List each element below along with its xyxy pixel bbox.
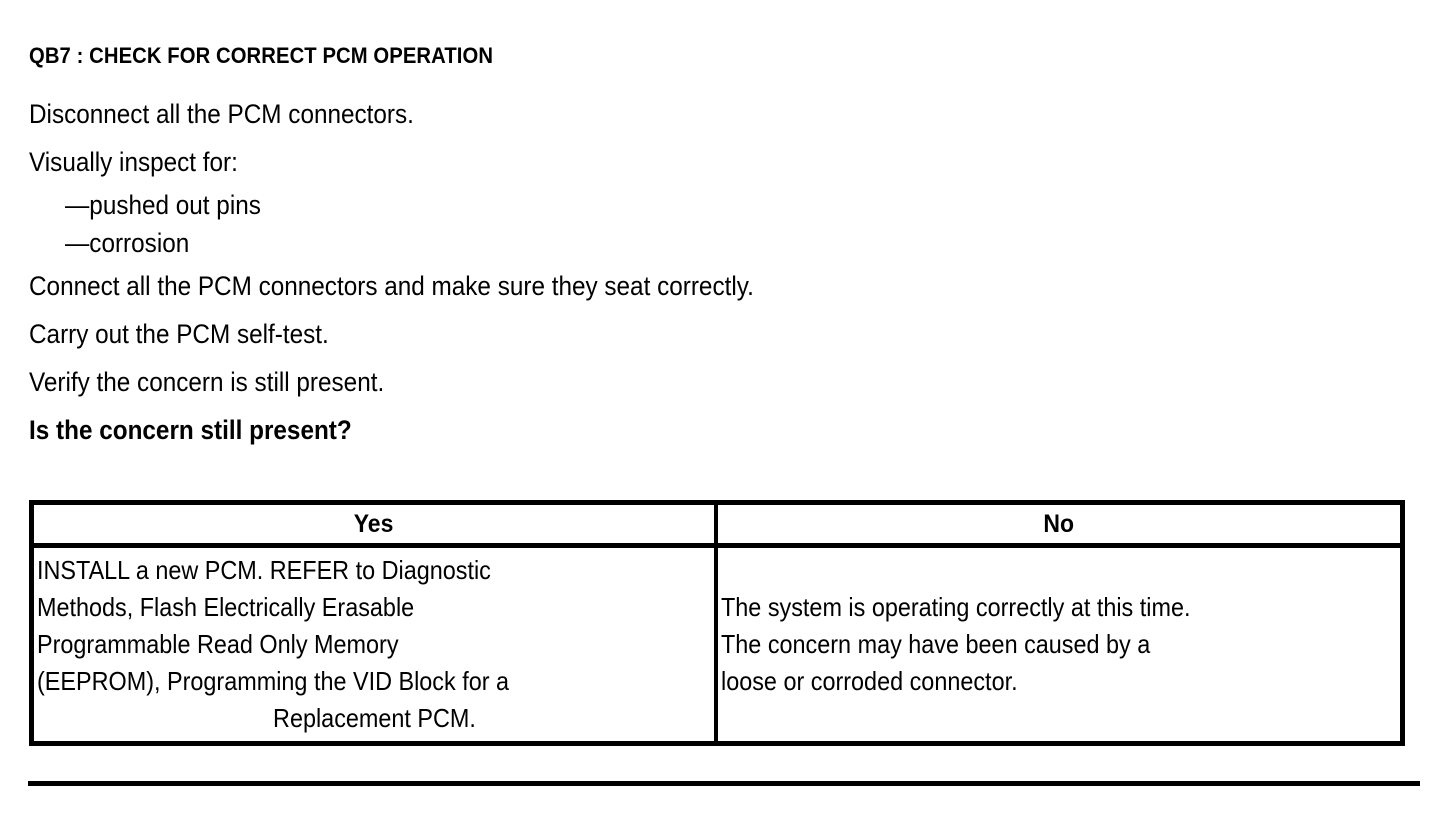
table-cell-text-line: loose or corroded connector. xyxy=(721,666,1018,696)
section-divider-rule xyxy=(28,781,1420,786)
table-cell-text-line: The system is operating correctly at thi… xyxy=(721,592,1191,622)
table-cell-text-line: Replacement PCM. xyxy=(273,703,476,733)
table-header-yes: Yes xyxy=(34,505,718,543)
table-header-no-label: No xyxy=(1043,509,1075,538)
decision-question: Is the concern still present? xyxy=(29,415,352,445)
instruction-line: Verify the concern is still present. xyxy=(29,367,385,397)
table-header-yes-label: Yes xyxy=(354,509,394,538)
table-cell-text-line: Programmable Read Only Memory xyxy=(37,629,399,659)
instruction-sub-item: —corrosion xyxy=(65,228,190,258)
instruction-line: Visually inspect for: xyxy=(29,147,238,177)
table-cell-no-action: The system is operating correctly at thi… xyxy=(718,548,1400,741)
instruction-sub-item: —pushed out pins xyxy=(65,190,261,220)
instruction-line: Connect all the PCM connectors and make … xyxy=(29,271,754,301)
table-cell-text-line: Methods, Flash Electrically Erasable xyxy=(37,592,415,622)
table-cell-text-line: (EEPROM), Programming the VID Block for … xyxy=(37,666,510,696)
instruction-list: Disconnect all the PCM connectors. Visual… xyxy=(29,90,1429,454)
table-cell-text-line: INSTALL a new PCM. REFER to Diagnostic xyxy=(37,555,491,585)
table-cell-text-line: The concern may have been caused by a xyxy=(721,629,1151,659)
instruction-line: Carry out the PCM self-test. xyxy=(29,319,329,349)
decision-table: Yes No INSTALL a new PCM. REFER to Diagn… xyxy=(29,500,1405,746)
page-title: QB7 : CHECK FOR CORRECT PCM OPERATION xyxy=(29,43,494,68)
table-header-row: Yes No xyxy=(34,505,1400,548)
table-header-no: No xyxy=(718,505,1400,543)
instruction-line: Disconnect all the PCM connectors. xyxy=(29,99,414,129)
